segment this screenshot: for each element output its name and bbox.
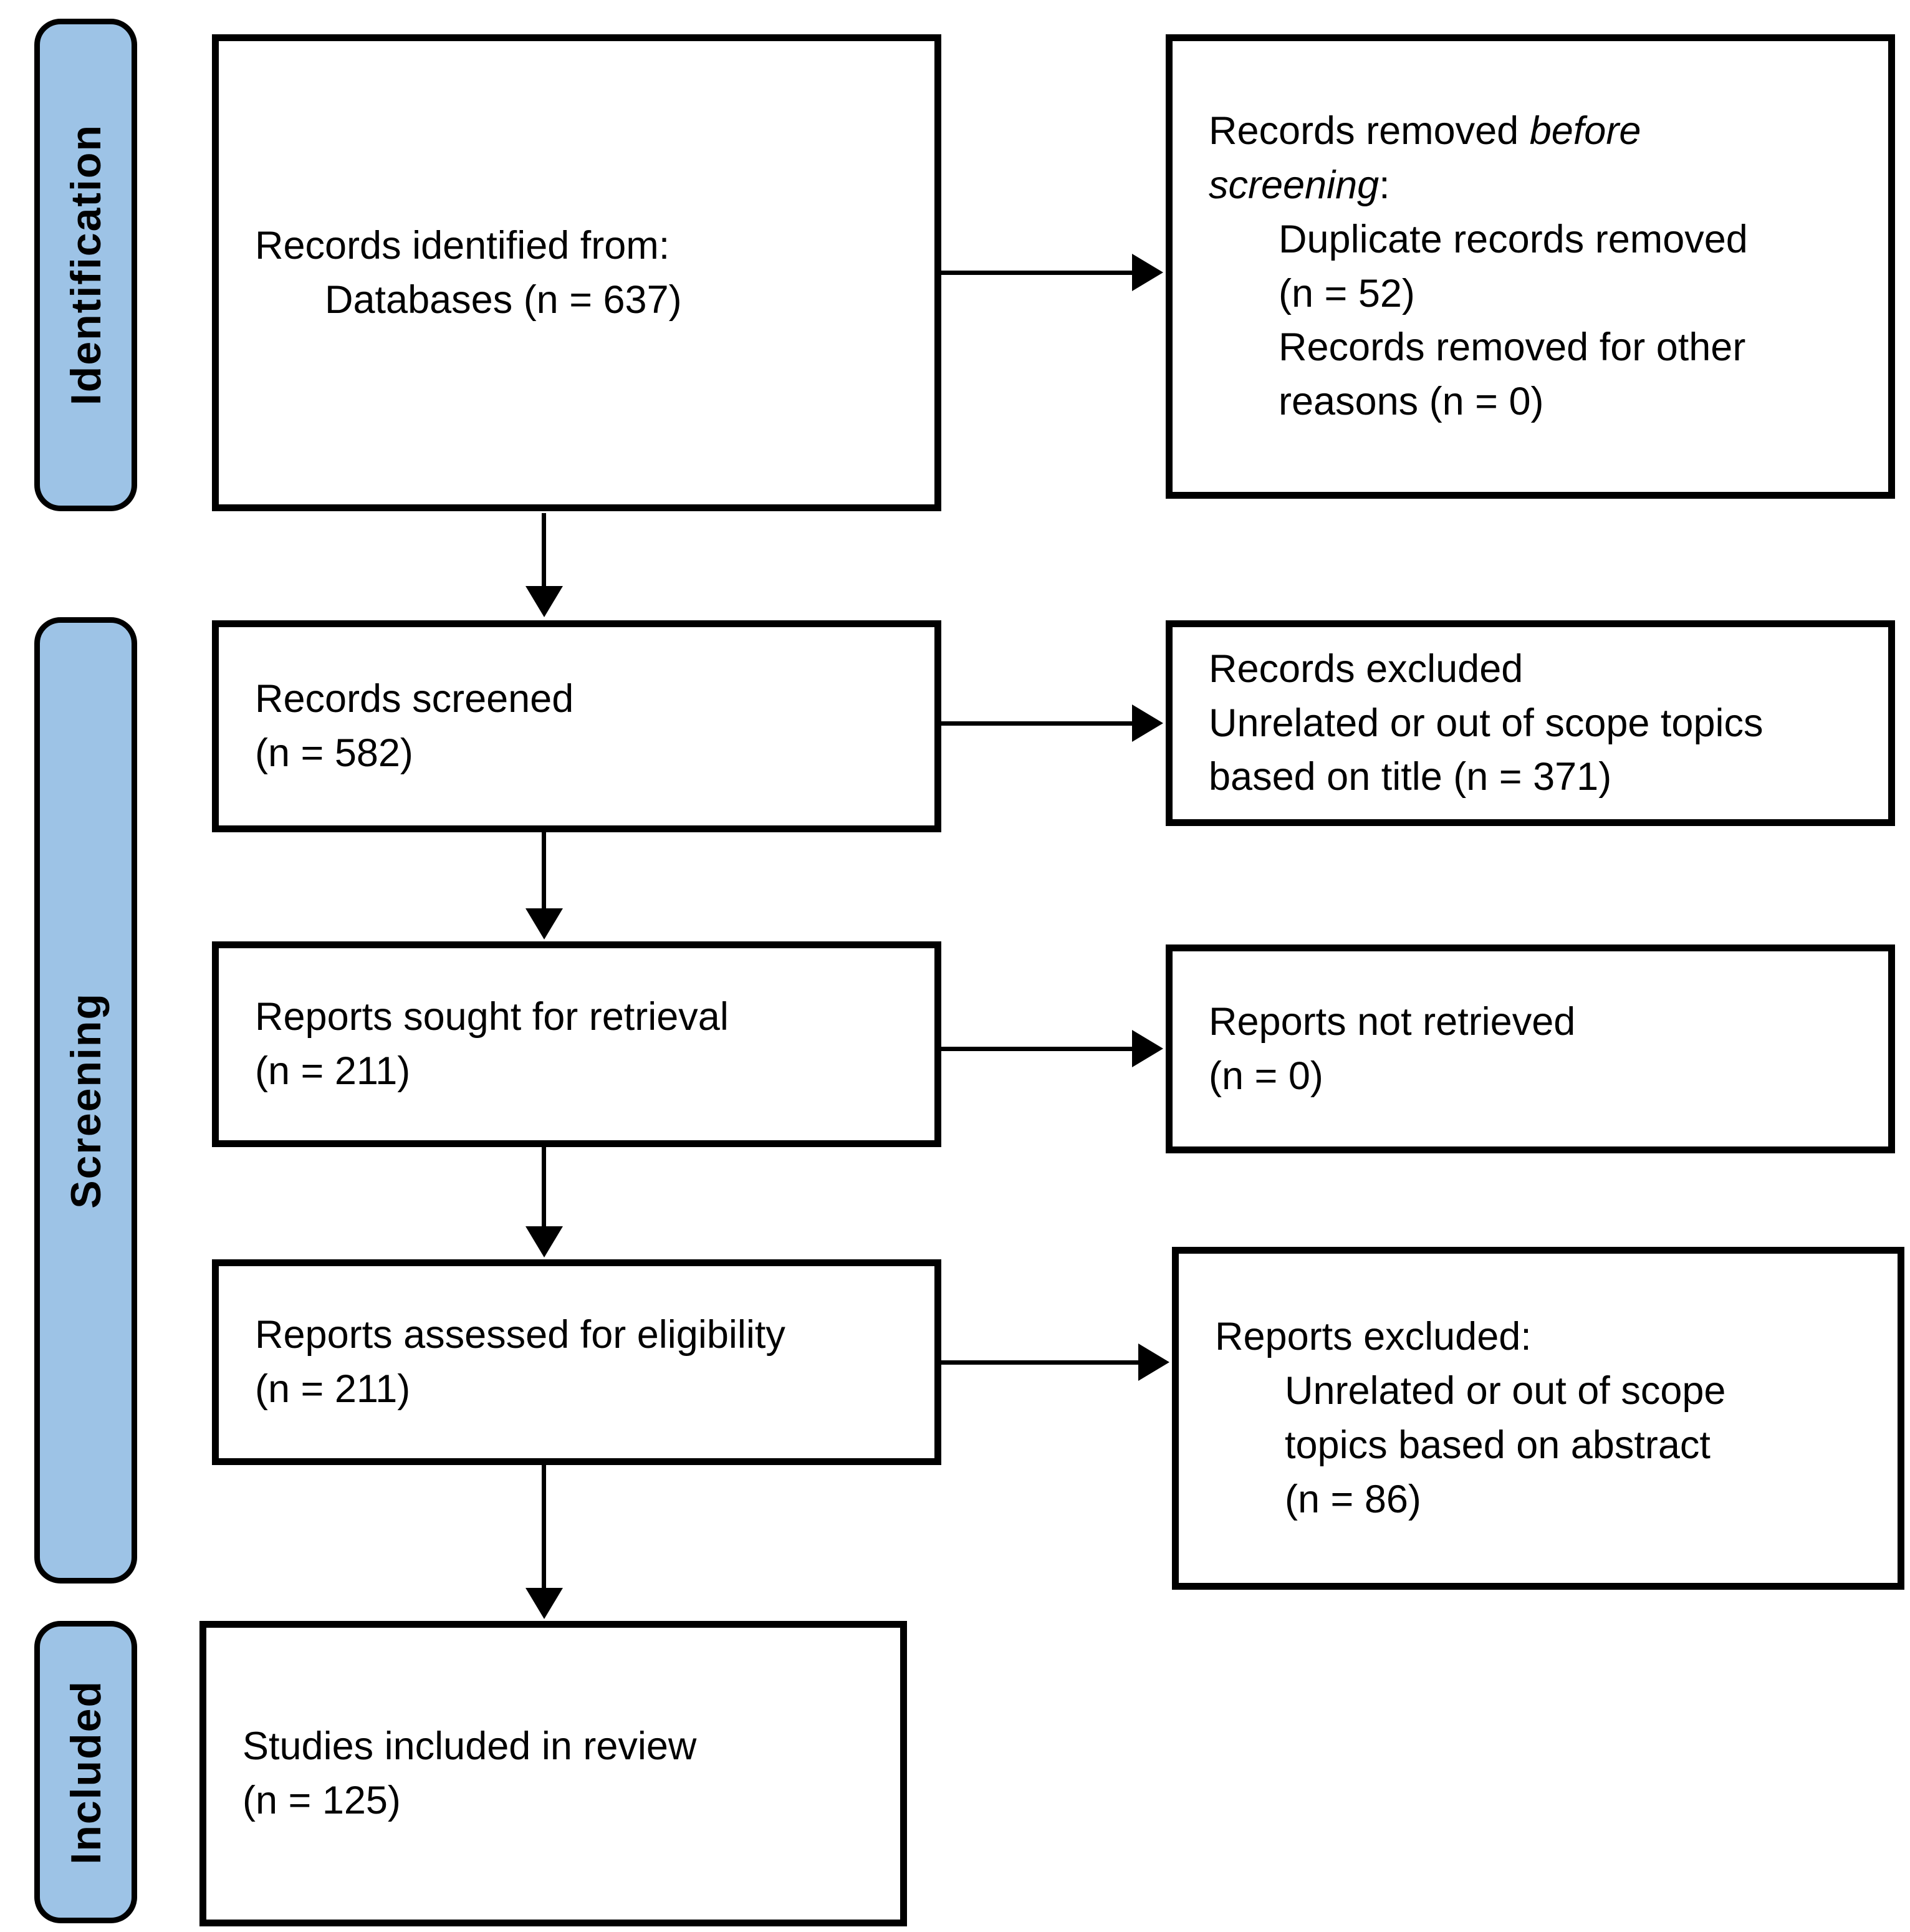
stage-label-screening: Screening [62,992,110,1209]
stage-label-identification: Identification [62,124,110,406]
arrowhead-down-4 [525,1588,563,1619]
records-removed-sub1: Duplicate records removed [1279,217,1748,261]
records-identified-line2: Databases (n = 637) [325,277,682,322]
reports-excluded-sub2: topics based on abstract [1285,1423,1711,1467]
studies-included-line2: (n = 125) [242,1779,401,1822]
arrowhead-right-2 [1132,704,1163,742]
records-removed-italic2: screening [1209,163,1380,207]
records-removed-italic1: before [1529,108,1641,153]
reports-assessed-line1: Reports assessed for eligibility [255,1313,785,1357]
arrow-line-identified-to-screened [542,513,546,588]
box-studies-included: Studies included in review (n = 125) [199,1621,907,1926]
records-excluded-line2: Unrelated or out of scope topics [1209,701,1764,745]
reports-sought-line1: Reports sought for retrieval [255,995,729,1039]
box-reports-assessed: Reports assessed for eligibility (n = 21… [212,1259,941,1465]
stage-bar-screening: Screening [34,617,137,1584]
studies-included-line1: Studies included in review [242,1724,697,1769]
arrow-line-assessed-to-included [542,1464,546,1592]
stage-bar-identification: Identification [34,19,137,511]
arrow-line-identified-to-removed [940,271,1133,275]
records-removed-sub3: Records removed for other [1279,325,1746,370]
arrowhead-down-1 [525,586,563,617]
records-screened-line1: Records screened [255,677,574,721]
box-records-identified: Records identified from: Databases (n = … [212,34,941,511]
records-removed-colon: : [1379,163,1390,207]
arrowhead-right-3 [1132,1030,1163,1067]
records-screened-line2: (n = 582) [255,731,413,775]
reports-not-retrieved-line2: (n = 0) [1209,1054,1323,1098]
records-removed-sub2: (n = 52) [1279,271,1415,315]
arrow-line-screened-to-sought [542,831,546,912]
arrowhead-right-4 [1138,1343,1169,1381]
arrow-line-sought-to-assessed [542,1146,546,1230]
box-reports-excluded: Reports excluded: Unrelated or out of sc… [1172,1247,1904,1590]
arrow-line-assessed-to-excluded [940,1360,1140,1365]
arrowhead-down-2 [525,908,563,940]
reports-excluded-sub1: Unrelated or out of scope [1285,1369,1726,1413]
stage-label-included: Included [62,1680,110,1865]
box-reports-not-retrieved: Reports not retrieved (n = 0) [1166,944,1895,1153]
reports-not-retrieved-line1: Reports not retrieved [1209,999,1576,1044]
records-identified-line1: Records identified from: [255,223,670,267]
records-excluded-line1: Records excluded [1209,646,1524,691]
arrow-line-screened-to-excluded [940,721,1133,726]
arrowhead-right-1 [1132,254,1163,291]
records-removed-prefix: Records removed [1209,108,1530,153]
arrow-line-sought-to-not-retrieved [940,1047,1133,1051]
records-removed-sub4: reasons (n = 0) [1279,380,1544,424]
reports-sought-line2: (n = 211) [255,1049,411,1093]
arrowhead-down-3 [525,1226,563,1257]
reports-excluded-sub3: (n = 86) [1285,1477,1421,1521]
box-records-excluded: Records excluded Unrelated or out of sco… [1166,620,1895,826]
box-records-screened: Records screened (n = 582) [212,620,941,832]
reports-excluded-line1: Reports excluded: [1215,1315,1532,1359]
records-removed-line1: Records removed before [1209,104,1869,158]
box-records-removed: Records removed before screening: Duplic… [1166,34,1895,499]
records-removed-line2: screening: [1209,158,1869,213]
reports-assessed-line2: (n = 211) [255,1367,411,1411]
stage-bar-included: Included [34,1621,137,1923]
records-excluded-line3: based on title (n = 371) [1209,755,1612,799]
box-reports-sought: Reports sought for retrieval (n = 211) [212,941,941,1147]
